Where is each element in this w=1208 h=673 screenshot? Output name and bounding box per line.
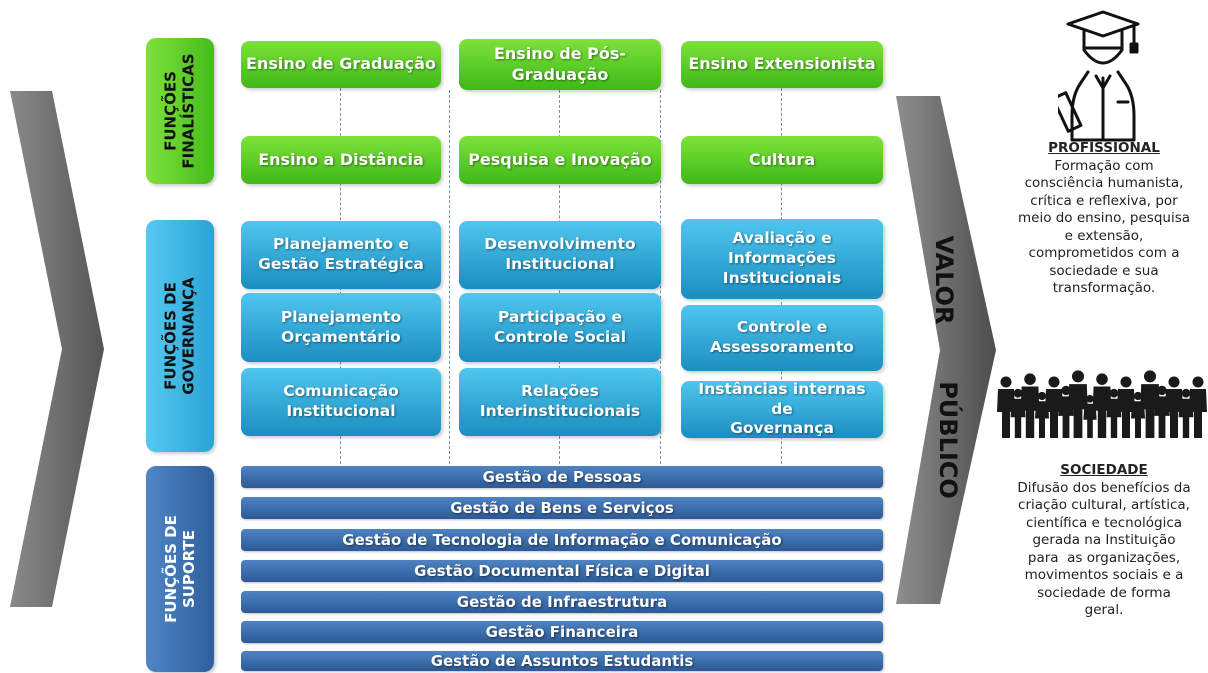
profissional-line: comprometidos com a: [1028, 245, 1180, 262]
sociedade-line: sociedade de forma: [1037, 584, 1171, 601]
profissional-line: sociedade e sua: [1049, 262, 1159, 279]
sociedade-heading: SOCIEDADE: [1060, 462, 1148, 478]
box-ensino-extensionista: Ensino Extensionista: [681, 41, 883, 88]
crowd-icon: [997, 370, 1207, 438]
profissional-line: transformação.: [1052, 280, 1156, 297]
bar-gestao-financeira: Gestão Financeira: [241, 621, 883, 643]
box-cultura: Cultura: [681, 136, 883, 184]
sociedade-line: para as organizações,: [1027, 549, 1181, 566]
box-ensino-distancia: Ensino a Distância: [241, 136, 441, 184]
bar-gestao-documental: Gestão Documental Física e Digital: [241, 560, 883, 582]
connector-line: [449, 90, 450, 464]
box-ensino-pos-graduacao: Ensino de Pós-Graduação: [459, 39, 661, 90]
input-chevron-arrow: [10, 91, 104, 607]
sociedade-line: criação cultural, artística,: [1018, 497, 1190, 514]
sociedade-line: científica e tecnológica: [1025, 514, 1183, 531]
valor-publico-line-1: VALOR: [930, 235, 958, 325]
profissional-line: meio do ensino, pesquisa: [1017, 210, 1190, 227]
bar-gestao-assuntos-estudantis: Gestão de Assuntos Estudantis: [241, 651, 883, 671]
bar-gestao-pessoas: Gestão de Pessoas: [241, 466, 883, 488]
box-ensino-graduacao: Ensino de Graduação: [241, 41, 441, 88]
sociedade-line: geral.: [1084, 602, 1124, 619]
profissional-line: consciência humanista,: [1024, 175, 1184, 192]
valor-publico-line-2: PÚBLICO: [934, 381, 962, 499]
bar-gestao-infraestrutura: Gestão de Infraestrutura: [241, 591, 883, 613]
sociedade-line: movimentos sociais e a: [1024, 567, 1184, 584]
box-pesquisa-inovacao: Pesquisa e Inovação: [459, 136, 661, 184]
valor-publico-label: VALOR PÚBLICO: [890, 215, 1010, 505]
sociedade-line: gerada na Instituição: [1032, 532, 1176, 549]
bar-gestao-bens-servicos: Gestão de Bens e Serviços: [241, 497, 883, 519]
profissional-line: Formação com: [1054, 157, 1154, 174]
profissional-heading: PROFISSIONAL: [1048, 140, 1160, 156]
profissional-line: crítica e reflexiva, por: [1030, 192, 1178, 209]
profissional-line: e extensão,: [1064, 227, 1144, 244]
bar-gestao-ti: Gestão de Tecnologia de Informação e Com…: [241, 529, 883, 551]
profissional-text: PROFISSIONAL Formação com consciência hu…: [1000, 140, 1208, 298]
graduate-icon: [1058, 10, 1140, 142]
sociedade-line: Difusão dos benefícios da: [1017, 479, 1191, 496]
valor-publico-arrow: [896, 96, 996, 604]
sociedade-text: SOCIEDADE Difusão dos benefícios da cria…: [1000, 462, 1208, 620]
